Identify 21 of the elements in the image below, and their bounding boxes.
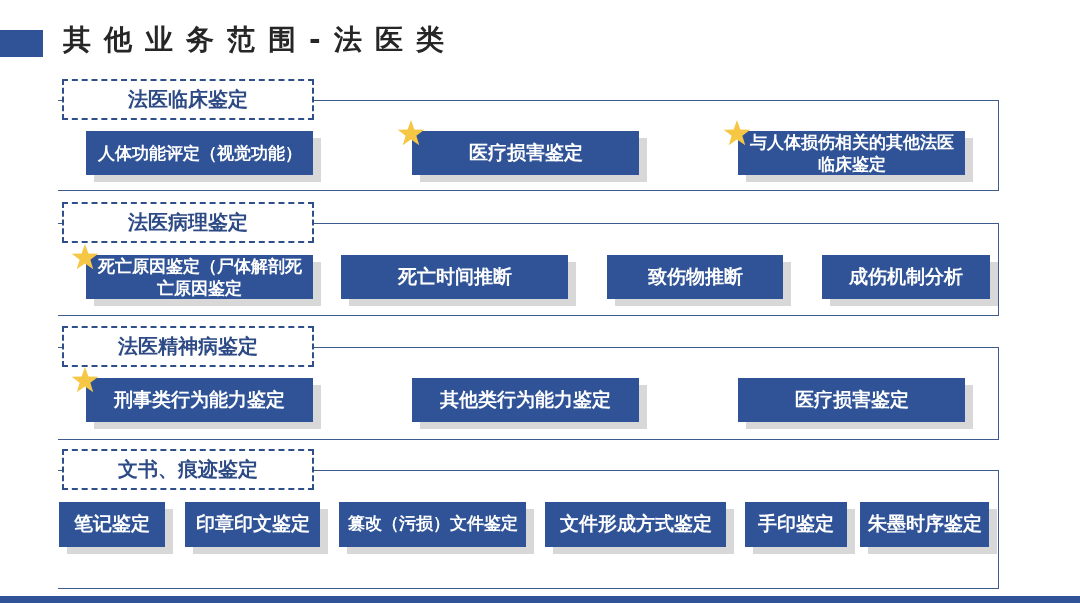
page-title: 其他业务范围-法医类	[63, 22, 457, 58]
section-heading: 法医精神病鉴定	[62, 326, 314, 367]
section-heading: 法医临床鉴定	[62, 79, 314, 120]
category-box: 笔记鉴定	[59, 501, 173, 554]
category-box: 医疗损害鉴定	[412, 130, 647, 182]
category-box: 死亡原因鉴定（尸体解剖死亡原因鉴定	[86, 254, 321, 306]
category-box: 印章印文鉴定	[185, 501, 328, 554]
category-box: 朱墨时序鉴定	[860, 501, 997, 554]
category-box: 手印鉴定	[745, 501, 855, 554]
category-box: 篡改（污损）文件鉴定	[339, 501, 534, 554]
section-heading: 文书、痕迹鉴定	[62, 449, 314, 490]
category-box: 致伤物推断	[607, 254, 791, 306]
category-box: 文件形成方式鉴定	[545, 501, 734, 554]
category-box: 人体功能评定（视觉功能）	[86, 130, 321, 182]
category-box: 与人体损伤相关的其他法医临床鉴定	[738, 130, 973, 182]
category-box: 成伤机制分析	[822, 254, 998, 306]
category-box: 刑事类行为能力鉴定	[86, 377, 321, 429]
category-box: 医疗损害鉴定	[738, 377, 973, 429]
section-heading: 法医病理鉴定	[62, 202, 314, 243]
category-box: 其他类行为能力鉴定	[412, 377, 647, 429]
category-box: 死亡时间推断	[341, 254, 576, 306]
